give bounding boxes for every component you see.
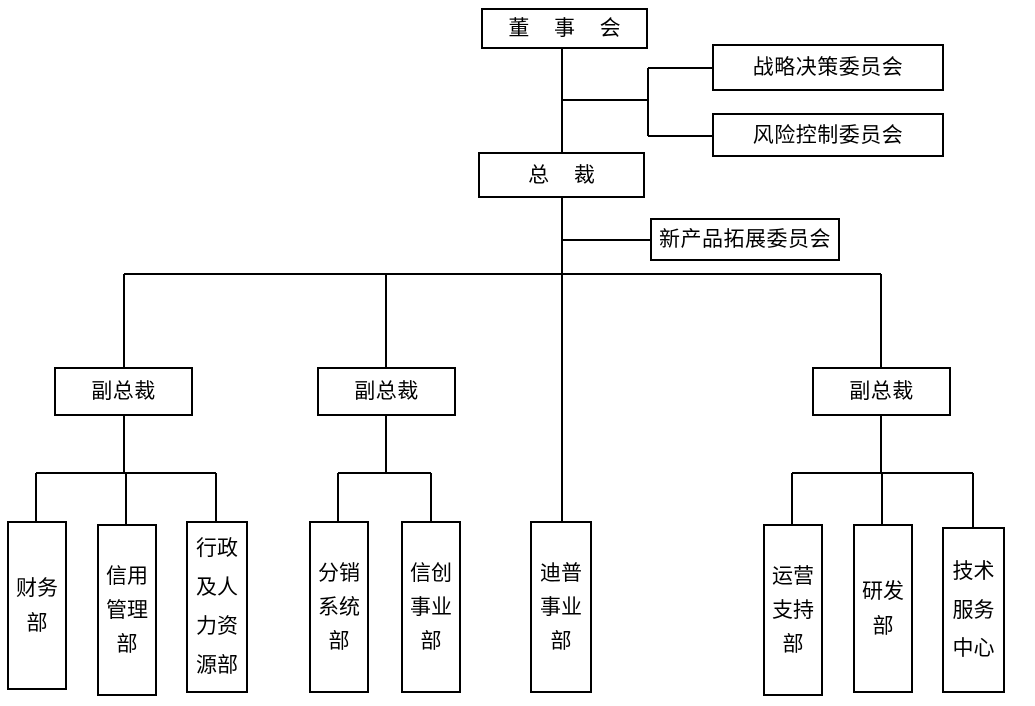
node-vp-right[interactable]: 副总裁 (812, 367, 951, 416)
node-distribution-system-dept[interactable]: 分销系统部 (309, 521, 369, 693)
node-risk-committee[interactable]: 风险控制委员会 (712, 113, 944, 157)
node-operation-support-dept-label: 运营支持部 (772, 563, 814, 656)
node-vp-mid[interactable]: 副总裁 (317, 367, 456, 416)
node-president[interactable]: 总 裁 (478, 152, 645, 198)
node-new-product-committee-label: 新产品拓展委员会 (659, 227, 831, 252)
node-xinchuang-business-dept[interactable]: 信创事业部 (401, 521, 461, 693)
node-dptech-business-dept[interactable]: 迪普事业部 (530, 521, 592, 693)
node-board[interactable]: 董 事 会 (481, 8, 648, 49)
node-rnd-dept[interactable]: 研发部 (853, 524, 913, 693)
node-admin-hr-dept-label: 行政及人力资源部 (196, 536, 238, 677)
node-board-label: 董 事 会 (508, 16, 630, 41)
node-credit-mgmt-dept[interactable]: 信用管理部 (97, 524, 157, 696)
node-president-label: 总 裁 (528, 162, 604, 187)
node-finance-dept-label: 财务部 (16, 576, 58, 635)
node-risk-committee-label: 风险控制委员会 (752, 122, 904, 147)
node-finance-dept[interactable]: 财务部 (7, 521, 67, 690)
node-strategy-committee[interactable]: 战略决策委员会 (712, 44, 944, 91)
node-vp-left-label: 副总裁 (91, 379, 156, 404)
node-tech-service-center-label: 技术服务中心 (952, 558, 995, 661)
node-distribution-system-dept-label: 分销系统部 (318, 560, 360, 653)
node-operation-support-dept[interactable]: 运营支持部 (763, 524, 823, 696)
node-strategy-committee-label: 战略决策委员会 (752, 55, 904, 80)
node-new-product-committee[interactable]: 新产品拓展委员会 (650, 218, 840, 261)
node-xinchuang-business-dept-label: 信创事业部 (410, 560, 452, 653)
node-vp-left[interactable]: 副总裁 (54, 367, 193, 416)
node-tech-service-center[interactable]: 技术服务中心 (942, 527, 1005, 693)
node-credit-mgmt-dept-label: 信用管理部 (106, 563, 148, 656)
node-admin-hr-dept[interactable]: 行政及人力资源部 (186, 521, 248, 693)
node-dptech-business-dept-label: 迪普事业部 (540, 560, 582, 653)
node-rnd-dept-label: 研发部 (862, 579, 904, 638)
node-vp-right-label: 副总裁 (849, 379, 914, 404)
node-vp-mid-label: 副总裁 (354, 379, 419, 404)
